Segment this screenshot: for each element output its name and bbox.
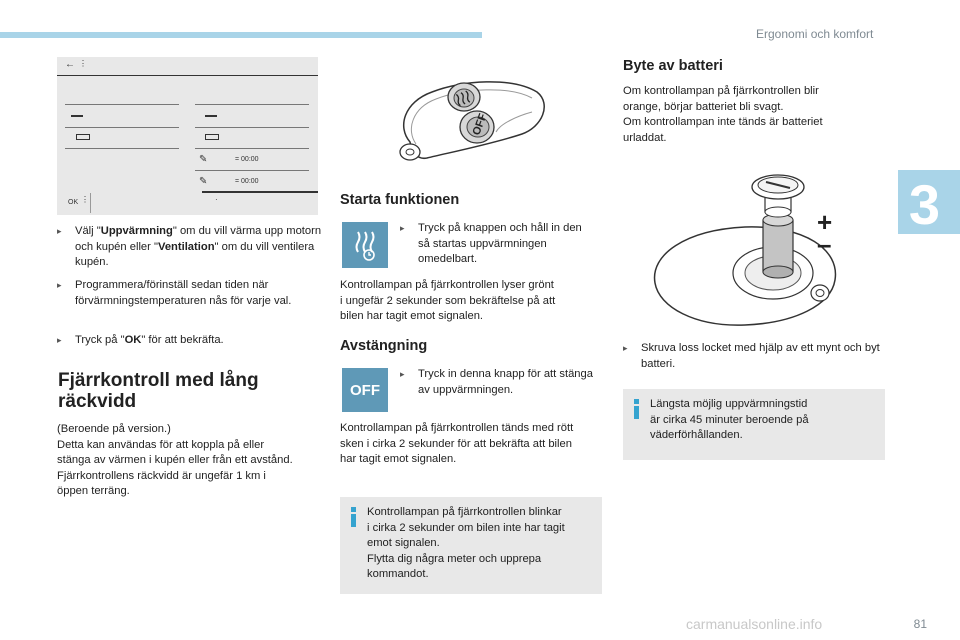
header-bar <box>0 32 482 38</box>
more-icon: ⋮ <box>81 195 89 204</box>
remote-description: (Beroende på version.) Detta kan använda… <box>57 423 293 497</box>
arrow-bullet-icon: ▸ <box>57 280 62 290</box>
off-button-label: OFF <box>350 382 380 399</box>
remote-heading: Fjärrkontroll med lång räckvidd <box>58 370 259 412</box>
more-icon: ⋮ <box>79 59 87 68</box>
arrow-bullet-icon: ▸ <box>57 226 62 236</box>
rect-icon <box>76 134 90 140</box>
minus-icon <box>71 115 83 117</box>
time-value-2: = 00:00 <box>235 178 259 185</box>
info-icon <box>634 399 639 419</box>
arrow-bullet-icon: ▸ <box>623 343 628 353</box>
arrow-bullet-icon: ▸ <box>57 335 62 345</box>
ok-option: OK <box>124 334 142 346</box>
start-description: Kontrollampan på fjärrkontrollen lyser g… <box>340 279 556 322</box>
start-heading: Starta funktionen <box>340 192 460 208</box>
ok-label: OK <box>68 199 79 206</box>
screen-footer-line <box>202 191 318 193</box>
rect-icon <box>205 134 219 140</box>
bullet-stop: ▸ Tryck in denna knapp för att stänga av… <box>400 368 593 396</box>
ventilation-option: Ventilation <box>157 240 215 253</box>
info-box-blink: Kontrollampan på fjärrkontrollen blinkar… <box>340 497 602 594</box>
bullet-unscrew: ▸ Skruva loss locket med hjälp av ett my… <box>623 342 880 370</box>
battery-heading: Byte av batteri <box>623 58 723 74</box>
bullet-start: ▸ Tryck på knappen och håll in den så st… <box>400 222 582 265</box>
arrow-bullet-icon: ▸ <box>400 223 405 233</box>
edit-icon: ✎ <box>199 176 208 187</box>
arrow-bullet-icon: ▸ <box>400 369 405 379</box>
heating-option: Uppvärmning <box>100 225 173 237</box>
minus-label: – <box>817 229 831 259</box>
display-screen-illustration: ← ⋮ ✎ = 00:00 ✎ = 00:00 OK ⋮ · <box>57 57 318 215</box>
edit-icon: ✎ <box>199 154 208 165</box>
screen-header-line <box>57 75 318 76</box>
plus-label: + <box>817 207 832 237</box>
minus-icon <box>205 115 217 117</box>
bullet-program-time: ▸ Programmera/förinställ sedan tiden när… <box>57 279 292 307</box>
off-button-icon: OFF <box>342 368 388 412</box>
dot-icon: · <box>215 195 218 204</box>
chapter-title: Ergonomi och komfort <box>756 27 874 41</box>
heating-button-icon <box>342 222 388 268</box>
chapter-number: 3 <box>908 173 940 236</box>
chapter-tab <box>898 170 960 234</box>
watermark: carmanualsonline.info <box>686 616 823 632</box>
back-arrow-icon: ← <box>65 59 75 70</box>
time-value-1: = 00:00 <box>235 156 259 163</box>
page-number: 81 <box>913 617 927 631</box>
battery-description: Om kontrollampan på fjärrkontrollen blir… <box>623 85 823 144</box>
remote-control-illustration: OFF <box>399 81 545 161</box>
battery-replacement-illustration: + – <box>653 174 837 326</box>
info-icon <box>351 507 356 527</box>
bullet-select-mode: ▸ Välj "Uppvärmning" om du vill värma up… <box>57 225 322 268</box>
info-box-heating-time: Längsta möjlig uppvärmningstid är cirka … <box>623 389 885 460</box>
bullet-confirm: ▸ Tryck på "OK" för att bekräfta. <box>57 333 323 349</box>
stop-heading: Avstängning <box>340 338 428 354</box>
stop-description: Kontrollampan på fjärrkontrollen tänds m… <box>340 422 574 465</box>
